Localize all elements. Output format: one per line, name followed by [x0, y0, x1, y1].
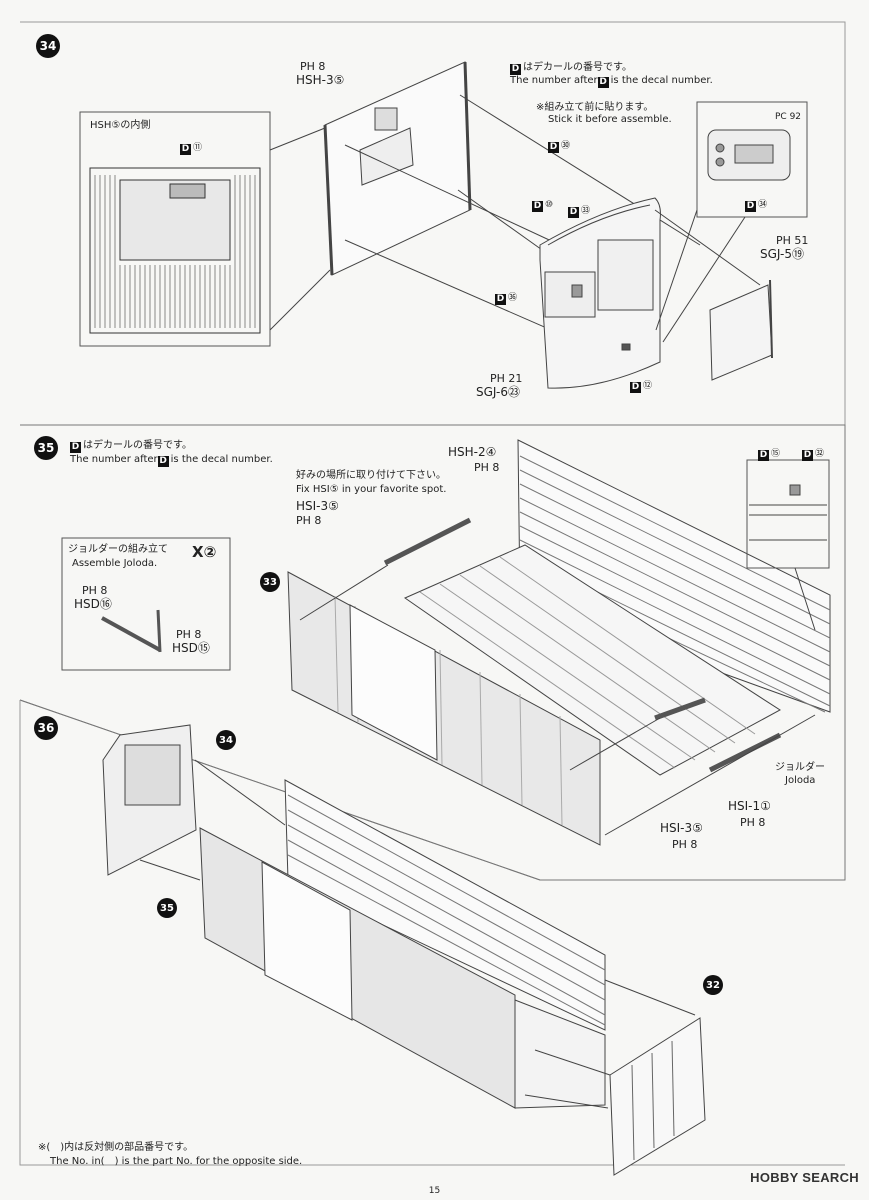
- hsi1-sprue: PH 8: [740, 816, 766, 829]
- sgj6-part: SGJ-6㉓: [476, 385, 520, 399]
- page-number: 15: [428, 1186, 441, 1196]
- hsh3-part: HSH-3⑤: [296, 73, 345, 87]
- pc-92-label: PC 92: [775, 112, 802, 122]
- step-35-badge: 35: [34, 436, 58, 460]
- fav-note-jp: 好みの場所に取り付けて下さい。: [296, 470, 446, 481]
- joloda-inset-title-en: Assemble Joloda.: [72, 558, 158, 569]
- sgj6-sprue: PH 21: [490, 372, 523, 385]
- hsi1-part: HSI-1①: [728, 799, 771, 813]
- watermark: HOBBY SEARCH: [750, 1170, 859, 1185]
- stick-note-en: Stick it before assemble.: [548, 114, 672, 125]
- fav-note-en: Fix HSI⑤ in your favorite spot.: [296, 484, 447, 495]
- hsi3-top-sprue: PH 8: [296, 514, 322, 527]
- step-34-badge: 34: [36, 34, 60, 58]
- x2-count: X②: [192, 543, 217, 561]
- hsd16-part: HSD⑯: [74, 597, 112, 611]
- hsi3-bottom-part: HSI-3⑤: [660, 821, 703, 835]
- hsd16-sprue: PH 8: [82, 584, 108, 597]
- sgj5-part: SGJ-5⑲: [760, 247, 804, 261]
- joloda-inset-title-jp: ジョルダーの組み立て: [68, 544, 168, 555]
- stick-note-jp: ※組み立て前に貼ります。: [536, 102, 654, 113]
- hsd15-sprue: PH 8: [176, 628, 202, 641]
- hsh2-sprue: PH 8: [474, 461, 500, 474]
- hsi3-bottom-sprue: PH 8: [672, 838, 698, 851]
- hsi3-top-part: HSI-3⑤: [296, 499, 339, 513]
- joloda-label-jp: ジョルダー: [775, 762, 825, 773]
- ref-33-badge: 33: [260, 572, 280, 592]
- ref-35-badge: 35: [157, 898, 177, 918]
- ref-32-badge: 32: [703, 975, 723, 995]
- sgj5-sprue: PH 51: [776, 234, 809, 247]
- inset-title-34: HSH⑤の内側: [90, 120, 151, 131]
- joloda-label-en: Joloda: [785, 775, 816, 786]
- step-36-badge: 36: [34, 716, 58, 740]
- hsh3-sprue: PH 8: [300, 60, 326, 73]
- ref-34-badge: 34: [216, 730, 236, 750]
- footer-note-en: The No. in( ) is the part No. for the op…: [50, 1156, 303, 1167]
- hsh2-part: HSH-2④: [448, 445, 497, 459]
- hsd15-part: HSD⑮: [172, 641, 210, 655]
- footer-note-jp: ※( )内は反対側の部品番号です。: [38, 1142, 194, 1153]
